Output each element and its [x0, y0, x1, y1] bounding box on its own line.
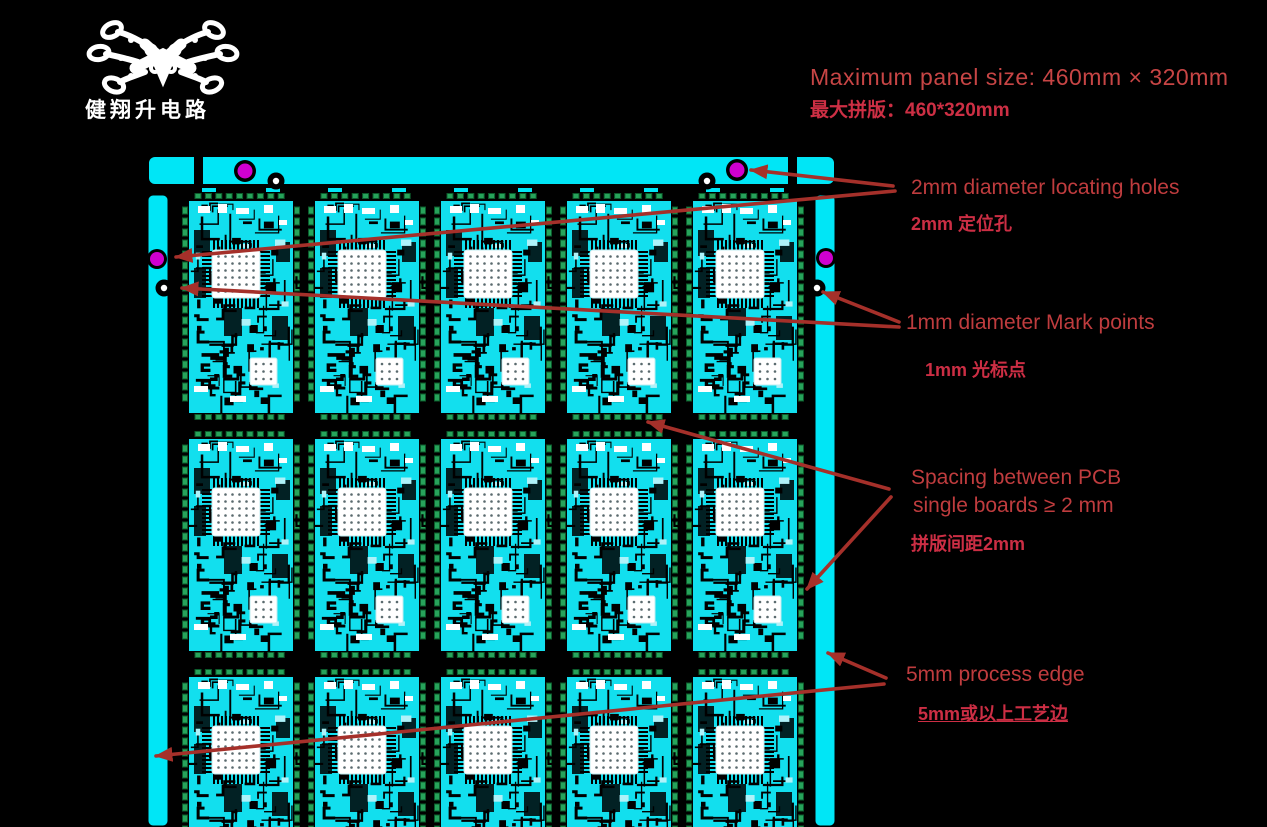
spacing-label-en-line2: single boards ≥ 2 mm: [913, 494, 1114, 517]
pcb-unit: [294, 188, 430, 425]
locating-hole: [819, 251, 833, 265]
circuit-butterfly-icon: [86, 20, 240, 95]
pcb-unit: [546, 426, 682, 663]
pcb-unit: [420, 426, 556, 663]
pcb-unit: [168, 664, 304, 827]
mark-point: [703, 177, 711, 185]
locating-hole: [729, 162, 745, 178]
locating-holes-label-en: 2mm diameter locating holes: [911, 176, 1180, 199]
pcb-unit: [420, 188, 556, 425]
company-logo: [83, 10, 253, 96]
mark-point: [813, 284, 821, 292]
pcb-unit: [672, 664, 808, 827]
spacing-label-cn: 拼版间距2mm: [911, 534, 1026, 554]
locating-hole: [150, 252, 164, 266]
pcb-unit: [672, 188, 808, 425]
pcb-unit: [420, 664, 556, 827]
spacing-label-en-line1: Spacing between PCB: [911, 466, 1122, 489]
locating-holes-label-cn: 2mm 定位孔: [911, 214, 1013, 234]
pcb-unit: [546, 664, 682, 827]
pcb-unit: [672, 426, 808, 663]
left-process-edge-rail: [145, 192, 171, 827]
process-edge-label-en: 5mm process edge: [906, 663, 1085, 686]
mark-point: [160, 284, 168, 292]
pcb-unit: [168, 426, 304, 663]
max-panel-size-title-en: Maximum panel size: 460mm × 320mm: [810, 64, 1229, 90]
pcb-unit: [168, 188, 304, 425]
pcb-unit: [546, 188, 682, 425]
mark-points-label-cn: 1mm 光标点: [925, 360, 1027, 380]
mark-points-label-en: 1mm diameter Mark points: [906, 311, 1155, 334]
mark-point: [272, 177, 280, 185]
pcb-panel-image: [145, 152, 838, 827]
pcb-unit: [294, 664, 430, 827]
max-panel-size-title-cn: 最大拼版：460*320mm: [810, 100, 1010, 121]
locating-hole: [237, 163, 253, 179]
pcb-unit: [294, 426, 430, 663]
company-name: 健翔升电路: [85, 99, 210, 122]
process-edge-label-cn: 5mm或以上工艺边: [918, 704, 1069, 724]
pcb-panel-svg: [145, 153, 838, 827]
